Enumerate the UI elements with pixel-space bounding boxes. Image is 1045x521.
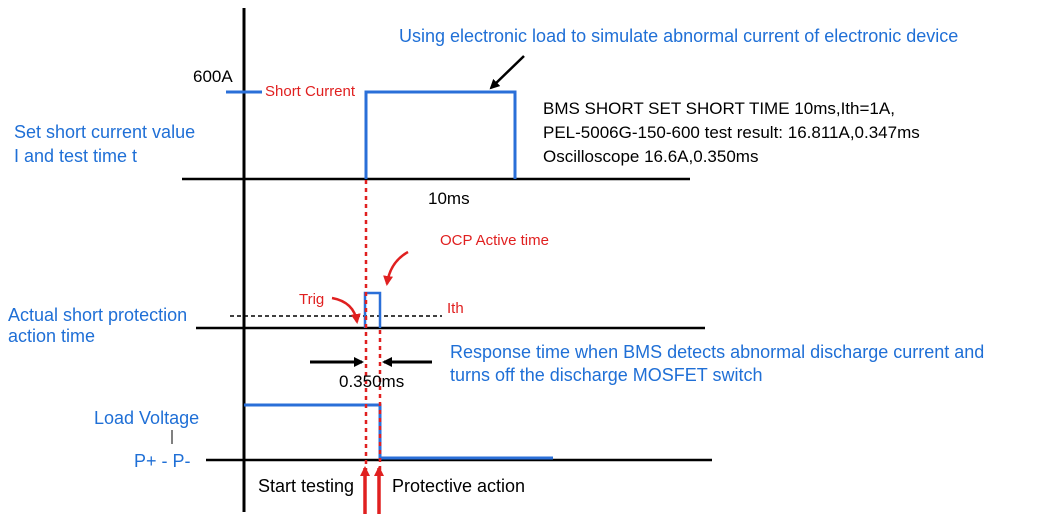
bms-line3: Oscilloscope 16.6A,0.350ms [543,147,758,166]
bms-line1: BMS SHORT SET SHORT TIME 10ms,Ith=1A, [543,99,895,118]
trig-label: Trig [299,291,324,308]
header-pointer-arrow [489,55,525,90]
trig-pointer-arrow [331,296,361,324]
value-600a-label: 600A [193,67,233,86]
set-current-line2: I and test time t [14,146,137,166]
ten-ms-label: 10ms [428,189,470,208]
load-voltage-label: Load Voltage [94,408,199,428]
header-label: Using electronic load to simulate abnorm… [399,26,958,46]
actual-protection-line1: Actual short protection [8,305,187,325]
pp-label: P+ - P- [134,451,191,471]
response-line2: turns off the discharge MOSFET switch [450,365,762,385]
protective-action-label: Protective action [392,476,525,496]
ocp-active-label: OCP Active time [440,232,549,249]
bms-line2: PEL-5006G-150-600 test result: 16.811A,0… [543,123,920,142]
response-line1: Response time when BMS detects abnormal … [450,342,984,362]
load-voltage-waveform [244,403,382,460]
set-current-line1: Set short current value [14,122,195,142]
ith-label: Ith [447,300,464,317]
response-value-label: 0.350ms [339,372,404,391]
start-testing-label: Start testing [258,476,354,496]
actual-protection-line2: action time [8,326,95,346]
ocp-pointer-arrow [383,250,409,286]
short-current-pulse [364,90,517,179]
short-current-label: Short Current [265,83,356,100]
